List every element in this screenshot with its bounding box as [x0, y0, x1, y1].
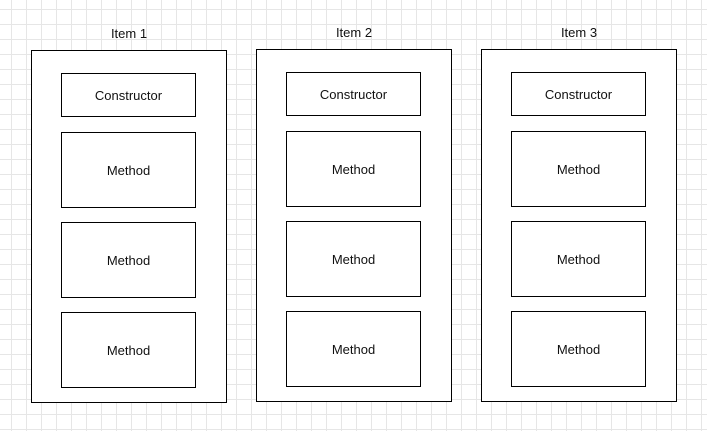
method-box: Method — [61, 132, 196, 208]
method-box: Method — [61, 312, 196, 388]
constructor-box: Constructor — [286, 72, 421, 116]
method-box: Method — [286, 221, 421, 297]
constructor-box: Constructor — [511, 72, 646, 116]
method-box: Method — [511, 221, 646, 297]
method-box: Method — [286, 311, 421, 387]
method-box: Method — [286, 131, 421, 207]
constructor-box: Constructor — [61, 73, 196, 117]
method-box: Method — [511, 311, 646, 387]
item-title: Item 2 — [335, 25, 373, 40]
item-title: Item 1 — [110, 26, 148, 41]
item-title: Item 3 — [560, 25, 598, 40]
item-container: Constructor Method Method Method — [31, 50, 227, 403]
method-box: Method — [61, 222, 196, 298]
item-container: Constructor Method Method Method — [256, 49, 452, 402]
item-container: Constructor Method Method Method — [481, 49, 677, 402]
method-box: Method — [511, 131, 646, 207]
